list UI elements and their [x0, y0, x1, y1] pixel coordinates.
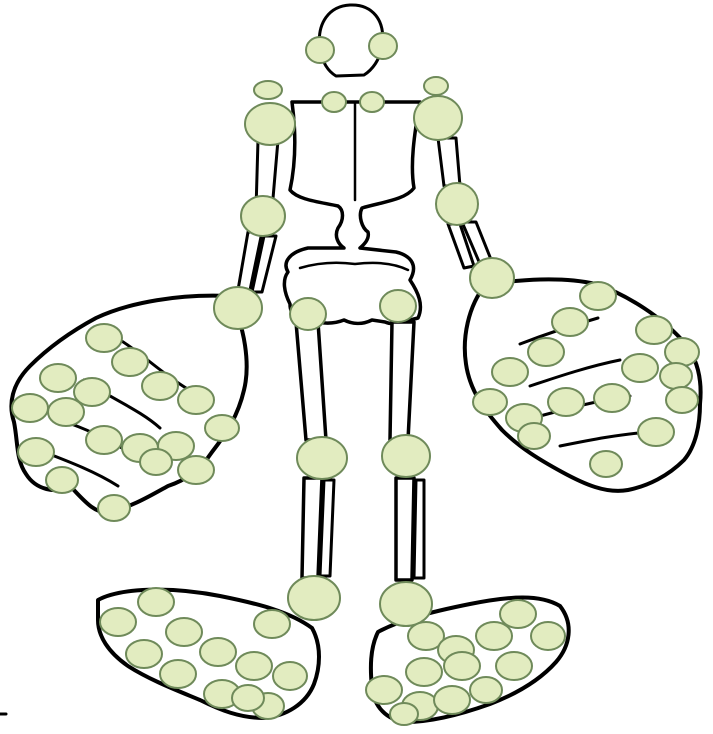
joint-lh-13 [178, 456, 214, 484]
joint-lf-5 [273, 662, 307, 690]
joint-clavicle-right-inner [360, 92, 384, 112]
left-shin-a [302, 478, 322, 578]
joint-lh-9 [48, 398, 84, 426]
joint-rf-11 [434, 686, 470, 714]
joint-lf-7 [126, 640, 162, 668]
joint-ankle-left [288, 576, 340, 620]
joint-shoulder-right [414, 96, 462, 140]
joint-lf-3 [200, 638, 236, 666]
joint-lf-11 [254, 610, 290, 638]
joint-rh-4 [492, 358, 528, 386]
joint-rf-9 [366, 676, 402, 704]
joint-rf-8 [496, 652, 532, 680]
joint-shoulder-left [245, 103, 295, 145]
joint-lf-4 [236, 652, 272, 680]
joint-lh-5 [205, 415, 239, 441]
joint-lh-8 [12, 394, 48, 422]
joint-lh-16 [46, 467, 78, 493]
joint-lf-12 [232, 685, 264, 711]
joint-jaw-left [306, 37, 334, 63]
joint-rh-5 [636, 316, 672, 344]
right-femur [390, 322, 414, 440]
joint-rf-3 [476, 622, 512, 650]
joint-rh-1 [580, 282, 616, 310]
joint-rf-4 [500, 600, 536, 628]
joint-rh-8 [660, 363, 692, 389]
joint-rh-2 [552, 308, 588, 336]
joint-lh-1 [86, 324, 122, 352]
joint-hip-right [380, 290, 416, 322]
joint-elbow-right [436, 183, 478, 225]
joint-rh-15 [590, 451, 622, 477]
joint-shoulder-left-top [254, 81, 282, 99]
joint-rh-16 [518, 423, 550, 449]
joint-lh-14 [140, 449, 172, 475]
joint-rh-12 [473, 389, 507, 415]
joint-rh-14 [666, 387, 698, 413]
joint-lh-4 [178, 386, 214, 414]
joint-ankle-right [380, 582, 432, 626]
joint-rh-3 [528, 338, 564, 366]
joint-shoulder-right-top [424, 77, 448, 95]
joint-rf-6 [406, 658, 442, 686]
joint-wrist-right [470, 258, 514, 298]
joint-rh-10 [548, 388, 584, 416]
joint-rh-9 [594, 384, 630, 412]
right-upper-arm [438, 138, 460, 186]
joint-lh-3 [142, 372, 178, 400]
left-shin-b [320, 480, 334, 576]
joint-lf-2 [166, 618, 202, 646]
joint-knee-right [382, 435, 430, 477]
joint-lh-17 [98, 495, 130, 521]
joint-hip-left [290, 298, 326, 330]
joint-rf-7 [444, 652, 480, 680]
joint-rh-7 [622, 354, 658, 382]
joint-lh-10 [86, 426, 122, 454]
joint-rf-12 [470, 677, 502, 703]
right-shin-b [414, 480, 424, 578]
joint-lf-6 [100, 608, 136, 636]
left-femur [296, 322, 326, 440]
joint-lf-8 [160, 660, 196, 688]
joint-lh-15 [18, 438, 54, 466]
joint-rh-6 [665, 338, 699, 366]
joint-elbow-left [241, 196, 285, 236]
joint-rh-13 [638, 418, 674, 446]
joint-lf-1 [138, 588, 174, 616]
right-shin-a [396, 478, 414, 580]
joint-jaw-right [369, 33, 397, 59]
joint-knee-left [297, 437, 347, 479]
joint-lh-6 [40, 364, 76, 392]
joint-rf-13 [390, 703, 418, 725]
joint-rf-5 [531, 622, 565, 650]
joint-lh-2 [112, 348, 148, 376]
joint-wrist-left [214, 287, 262, 329]
joint-clavicle-left-inner [322, 92, 346, 112]
